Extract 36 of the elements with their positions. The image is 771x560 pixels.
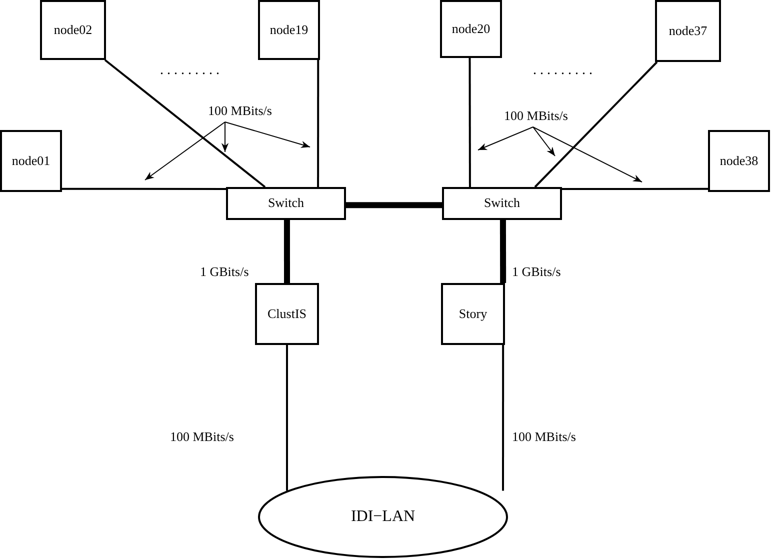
node-box: Story	[441, 283, 505, 345]
edge-label: 1 GBits/s	[512, 263, 561, 281]
node-box: node19	[258, 0, 320, 60]
leader-arrow	[144, 122, 226, 180]
link-line	[502, 345, 504, 491]
leader-arrow	[532, 126, 556, 156]
node-box: Switch	[226, 187, 346, 220]
node-box: node02	[40, 0, 106, 60]
thick-link-line	[284, 220, 290, 283]
edge-label: 100 MBits/s	[170, 428, 234, 446]
link-line	[286, 345, 288, 491]
link-line	[317, 60, 320, 187]
thick-link-line	[346, 202, 442, 208]
leader-arrow	[224, 122, 310, 148]
link-line	[562, 188, 708, 190]
network-ellipse: IDI−LAN	[258, 476, 508, 558]
node-box: node01	[0, 130, 62, 192]
leader-arrow	[478, 126, 534, 150]
callout-label: 100 MBits/s	[486, 105, 586, 127]
link-line	[534, 61, 658, 188]
node-box: node37	[655, 0, 721, 62]
ellipsis-dots: . . . . . . . . .	[160, 62, 220, 80]
leader-arrow	[221, 122, 229, 152]
leader-arrow	[532, 126, 642, 182]
thick-link-line	[500, 220, 506, 284]
node-box: Switch	[442, 187, 562, 220]
ellipsis-dots: . . . . . . . . .	[533, 62, 592, 80]
callout-label: 100 MBits/s	[190, 100, 290, 122]
node-box: node20	[440, 0, 502, 58]
edge-label: 100 MBits/s	[512, 428, 576, 446]
node-box: ClustIS	[255, 283, 319, 345]
link-line	[104, 59, 266, 188]
edge-label: 1 GBits/s	[200, 263, 249, 281]
node-box: node38	[708, 130, 770, 192]
link-line	[468, 58, 471, 187]
link-line	[62, 188, 226, 190]
